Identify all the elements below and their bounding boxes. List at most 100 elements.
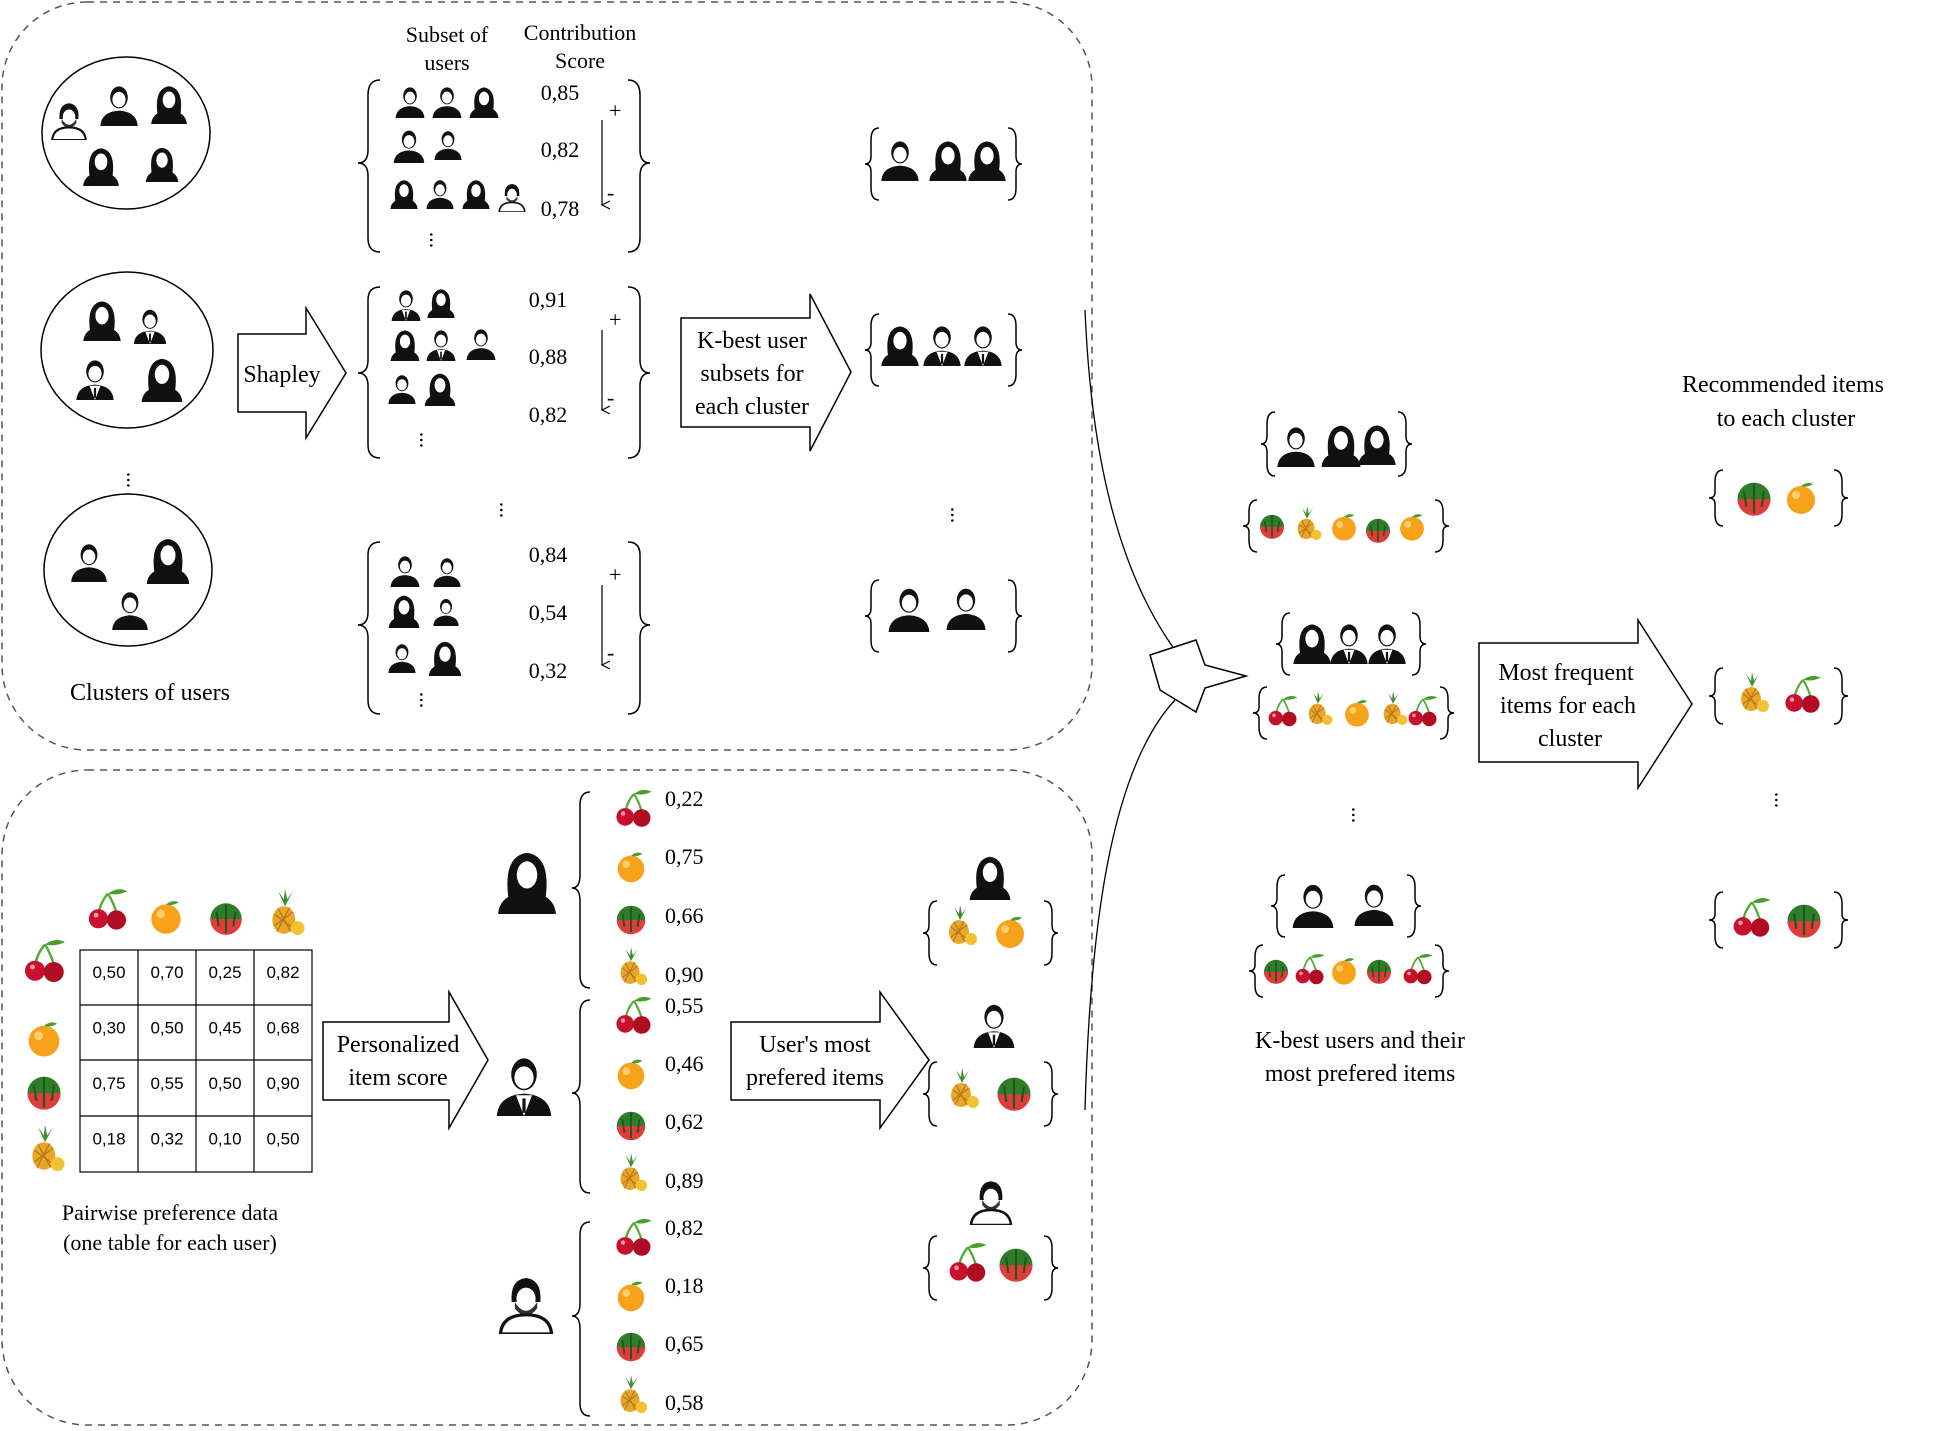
watermelon-icon — [209, 902, 243, 936]
kbest-label: K-best user — [697, 328, 807, 354]
recommended-title: to each cluster — [1717, 406, 1856, 432]
item-score: 0,62 — [665, 1109, 704, 1134]
person-icon — [433, 558, 461, 587]
person-icon — [83, 301, 121, 341]
clusters-panel — [1, 1, 1093, 751]
person-icon — [1354, 884, 1394, 926]
orange-icon — [1345, 700, 1369, 727]
orange-icon — [1332, 958, 1356, 985]
table-cell: 0,68 — [266, 1019, 299, 1038]
person-icon — [969, 1180, 1013, 1225]
person-icon — [393, 130, 425, 163]
table-cell: 0,50 — [92, 963, 125, 982]
orange-icon — [151, 901, 181, 934]
contribution-score: 0,32 — [529, 658, 568, 683]
cherry-icon — [1407, 694, 1439, 728]
minus-sign: - — [607, 180, 614, 205]
person-icon — [1330, 624, 1368, 664]
merge-curve — [1084, 309, 1176, 651]
watermelon-icon — [998, 1247, 1034, 1283]
person-icon — [424, 373, 456, 406]
item-score: 0,90 — [665, 962, 704, 987]
person-icon — [968, 141, 1006, 181]
person-icon — [1368, 624, 1406, 664]
preference-caption: (one table for each user) — [63, 1230, 277, 1255]
item-score: 0,89 — [665, 1168, 704, 1193]
table-cell: 0,50 — [266, 1130, 299, 1149]
best-subset — [864, 127, 1023, 201]
users-most-arrow — [730, 989, 930, 1131]
contribution-score: 0,82 — [541, 137, 580, 162]
plus-sign: + — [609, 307, 621, 332]
person-icon — [426, 330, 456, 361]
contribution-header: Contribution — [524, 20, 636, 45]
person-icon — [388, 595, 420, 628]
person-icon — [432, 87, 462, 118]
person-icon — [427, 289, 455, 318]
merge-curve — [1084, 699, 1176, 1111]
person-icon — [946, 588, 986, 630]
minus-sign: - — [607, 640, 614, 665]
personalized-label: Personalized — [337, 1032, 460, 1058]
kbest-ellipsis: ... — [1347, 807, 1372, 824]
table-cell: 0,90 — [266, 1074, 299, 1093]
preferred-items — [922, 900, 1059, 966]
person-icon — [426, 180, 454, 209]
pineapple-icon — [619, 1152, 648, 1192]
table-cell: 0,50 — [150, 1019, 183, 1038]
person-icon — [929, 141, 967, 181]
pineapple-icon — [31, 1124, 66, 1172]
users-most-label: prefered items — [746, 1065, 884, 1091]
person-icon — [466, 329, 496, 360]
person-icon — [964, 326, 1002, 366]
shapley-label: Shapley — [243, 362, 320, 388]
users-most-label: User's most — [759, 1032, 871, 1058]
person-icon — [469, 87, 499, 118]
contribution-header: Score — [555, 48, 605, 73]
kbest-caption: most prefered items — [1265, 1061, 1456, 1087]
person-icon — [496, 1058, 552, 1116]
subset-ellipsis: ... — [425, 232, 450, 249]
table-cell: 0,30 — [92, 1019, 125, 1038]
person-icon — [390, 180, 418, 209]
kbest-users-items — [1248, 874, 1450, 998]
table-cell: 0,18 — [92, 1130, 125, 1149]
watermelon-icon — [615, 904, 647, 936]
watermelon-icon — [615, 1110, 647, 1142]
watermelon-icon — [996, 1076, 1032, 1112]
subset-group: ... 0,85 0,82 0,78 + - — [357, 79, 651, 253]
subset-header: Subset of — [406, 22, 489, 47]
plus-sign: + — [609, 562, 621, 587]
item-score: 0,66 — [665, 903, 704, 928]
table-cell: 0,50 — [208, 1074, 241, 1093]
pineapple-icon — [271, 888, 306, 936]
cherry-icon — [1732, 896, 1772, 939]
person-icon — [100, 86, 138, 126]
person-icon — [112, 592, 148, 630]
preferred-items — [922, 1235, 1059, 1301]
orange-icon — [996, 916, 1024, 948]
pineapple-icon — [950, 1067, 980, 1109]
person-icon — [881, 141, 919, 181]
clusters-label: Clusters of users — [70, 680, 230, 706]
orange-icon — [28, 1022, 60, 1057]
subset-ellipsis: ... — [415, 692, 440, 709]
cluster-ellipsis: ... — [122, 472, 147, 489]
contribution-score: 0,78 — [541, 196, 580, 221]
person-icon — [395, 87, 425, 118]
cherry-icon — [615, 788, 653, 828]
recommended-items — [1708, 891, 1849, 949]
recommended-items — [1708, 469, 1849, 527]
preference-caption: Pairwise preference data — [62, 1200, 278, 1225]
item-score: 0,18 — [665, 1273, 704, 1298]
merge-arrow — [1149, 639, 1249, 714]
subset-group: ... 0,91 0,88 0,82 + - — [357, 286, 651, 459]
pineapple-icon — [619, 1374, 648, 1414]
item-score-list: 0,82 0,18 0,65 0,58 — [571, 1215, 704, 1417]
contribution-score: 0,85 — [541, 80, 580, 105]
group-ellipsis: ... — [495, 502, 520, 519]
person-icon — [71, 544, 107, 582]
person-icon — [973, 1004, 1015, 1048]
preferences-panel — [1, 769, 1093, 1426]
orange-icon — [1332, 514, 1356, 541]
